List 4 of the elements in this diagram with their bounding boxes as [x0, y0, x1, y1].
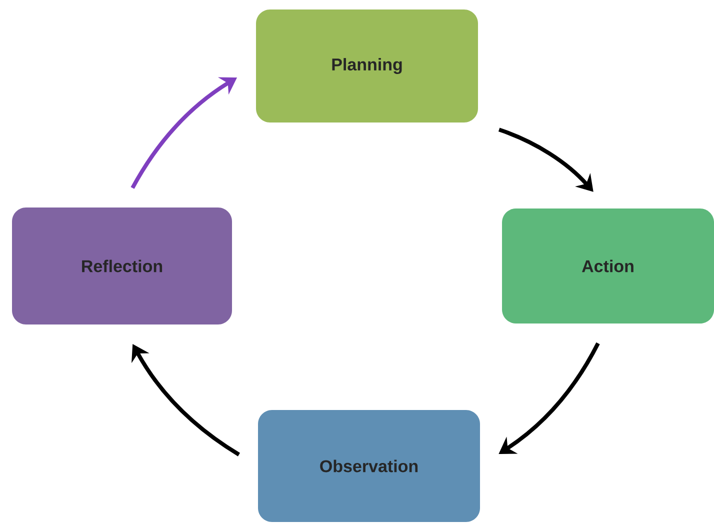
- process-box: Observation: [258, 410, 480, 522]
- process-box: Planning: [256, 10, 478, 122]
- process-box: Action: [502, 208, 714, 324]
- process-box: Reflection: [12, 208, 232, 324]
